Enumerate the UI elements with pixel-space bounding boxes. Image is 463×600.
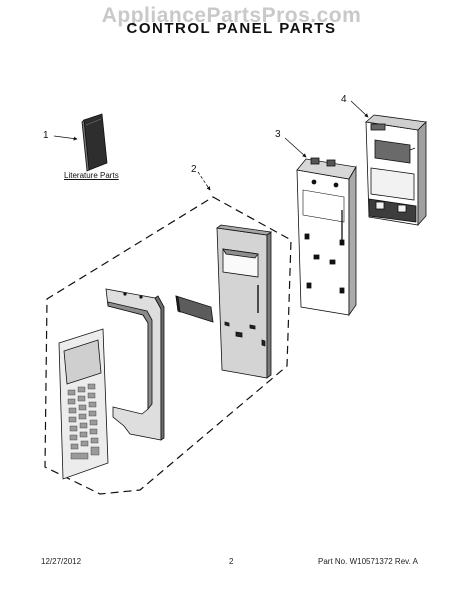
window-cover bbox=[175, 295, 214, 323]
callout-2: 2 bbox=[191, 164, 197, 175]
assembly-boundary bbox=[44, 196, 292, 495]
diagram-title: CONTROL PANEL PARTS bbox=[126, 20, 337, 37]
leader-lines bbox=[53, 100, 369, 191]
literature-booklet bbox=[81, 113, 108, 172]
front-panel-housing bbox=[215, 224, 273, 379]
callout-1: 1 bbox=[43, 130, 49, 141]
footer-page-number: 2 bbox=[229, 557, 234, 566]
control-board bbox=[365, 114, 427, 227]
literature-parts-label: Literature Parts bbox=[64, 171, 119, 180]
keypad-membrane bbox=[58, 328, 109, 480]
callout-4: 4 bbox=[341, 94, 347, 105]
callout-3: 3 bbox=[275, 129, 281, 140]
footer-part-number: Part No. W10571372 Rev. A bbox=[318, 557, 418, 566]
control-bracket bbox=[296, 157, 357, 317]
trim-frame bbox=[105, 288, 165, 441]
watermark: AppliancePartsPros.com bbox=[101, 4, 362, 27]
footer-date: 12/27/2012 bbox=[41, 557, 82, 566]
